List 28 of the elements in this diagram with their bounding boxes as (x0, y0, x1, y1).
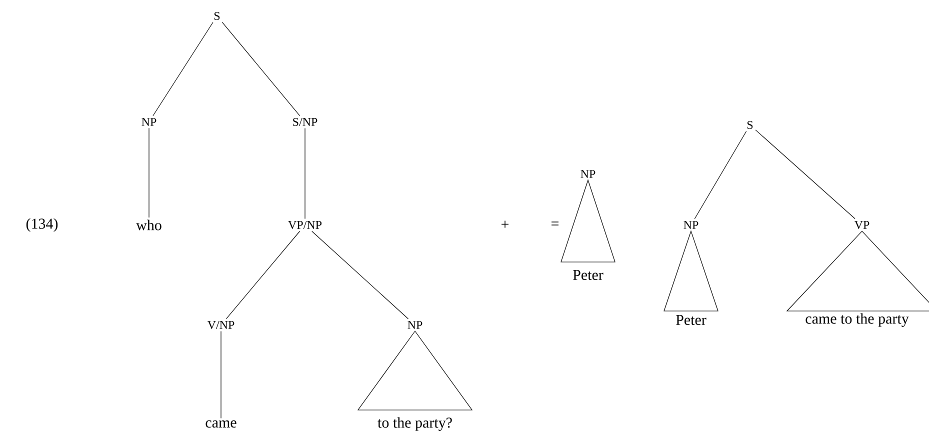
tree-branch (220, 330, 222, 418)
tree-branch (222, 22, 300, 116)
category-label: NP (580, 170, 596, 178)
example-number: (134) (26, 218, 58, 232)
category-label: NP (142, 118, 156, 126)
category-label: NP (684, 221, 698, 229)
word-label: to the party? (378, 417, 452, 431)
tree-branch (694, 130, 747, 220)
category-label: S (747, 120, 753, 130)
tree-branch (755, 130, 856, 220)
word-label: who (136, 220, 162, 230)
category-label: S (214, 12, 220, 20)
category-label: VP (854, 220, 870, 230)
category-label: V/NP (207, 320, 234, 330)
equals-sign: = (552, 222, 558, 226)
plus-sign: + (502, 220, 508, 228)
word-label: Peter (573, 270, 604, 280)
tree-branch (312, 230, 409, 320)
category-label: S/NP (293, 118, 318, 126)
word-label: came (206, 420, 236, 428)
category-label: VP/NP (288, 220, 322, 230)
word-label: came to the party (806, 313, 909, 327)
tree-branch (152, 22, 214, 116)
tree-branch (148, 128, 150, 218)
tree-branch (304, 128, 306, 220)
tree-branch (226, 230, 300, 320)
word-label: Peter (676, 315, 706, 325)
category-label: NP (408, 321, 422, 329)
